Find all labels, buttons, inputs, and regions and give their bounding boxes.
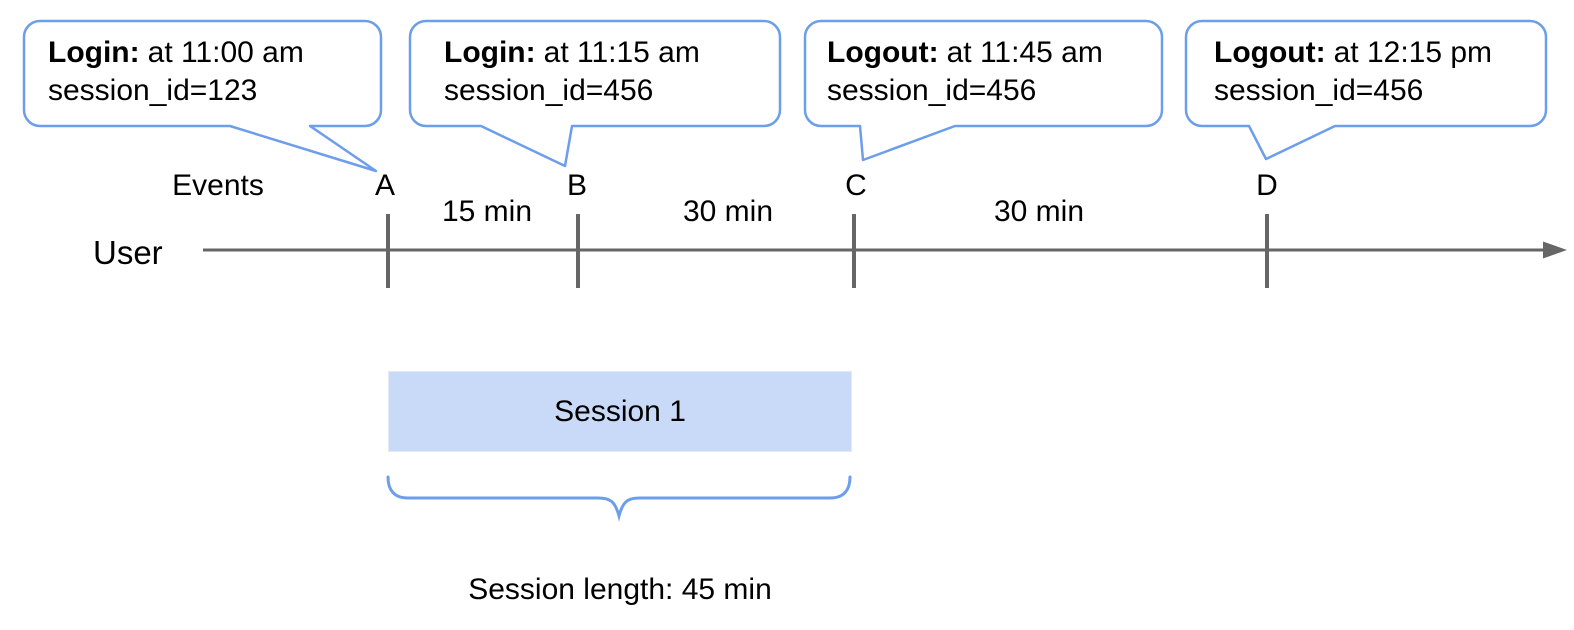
- callout-text-c: Logout:at 11:45 am session_id=456: [827, 34, 1103, 110]
- callout-b-line1: Login:at 11:15 am: [444, 34, 700, 72]
- event-marker-label-b: B: [566, 169, 588, 202]
- session-length-caption: Session length: 45 min: [468, 573, 772, 606]
- callout-bubble-shape-c: [803, 19, 1164, 162]
- callout-d-line1: Logout:at 12:15 pm: [1214, 34, 1492, 72]
- event-marker-label-d: D: [1256, 169, 1278, 202]
- callout-d-action: Logout:: [1214, 36, 1326, 69]
- interval-label-cd: 30 min: [993, 195, 1085, 228]
- session-length-brace: [386, 475, 852, 522]
- callout-b-session: session_id=456: [444, 74, 654, 107]
- callout-b-time: at 11:15 am: [543, 36, 700, 69]
- user-lane-label: User: [93, 234, 163, 271]
- callout-text-b: Login:at 11:15 am session_id=456: [444, 34, 700, 110]
- callout-a-time: at 11:00 am: [147, 36, 304, 69]
- callout-b-action: Login:: [444, 36, 536, 69]
- interval-label-ab: 15 min: [441, 195, 533, 228]
- callout-d-session: session_id=456: [1214, 74, 1424, 107]
- callout-text-a: Login:at 11:00 am session_id=123: [48, 34, 304, 110]
- callout-c-action: Logout:: [827, 36, 939, 69]
- callout-a-session: session_id=123: [48, 74, 258, 107]
- event-marker-label-c: C: [845, 169, 867, 202]
- events-axis-label: Events: [172, 169, 264, 202]
- callout-c-session: session_id=456: [827, 74, 1037, 107]
- callout-bubble-shape-d: [1184, 19, 1548, 161]
- callout-c-line1: Logout:at 11:45 am: [827, 34, 1103, 72]
- event-marker-label-a: A: [374, 169, 396, 202]
- callout-a-action: Login:: [48, 36, 140, 69]
- callout-d-time: at 12:15 pm: [1333, 36, 1493, 69]
- interval-label-bc: 30 min: [682, 195, 774, 228]
- callout-a-line1: Login:at 11:00 am: [48, 34, 304, 72]
- timeline-arrowhead: [1543, 241, 1567, 259]
- session-box: Session 1: [388, 371, 852, 452]
- callout-bubble-shape-a: [22, 19, 383, 173]
- callout-text-d: Logout:at 12:15 pm session_id=456: [1214, 34, 1492, 110]
- callout-bubble-shape-b: [408, 19, 782, 168]
- session-box-label: Session 1: [554, 394, 686, 428]
- callout-c-time: at 11:45 am: [946, 36, 1103, 69]
